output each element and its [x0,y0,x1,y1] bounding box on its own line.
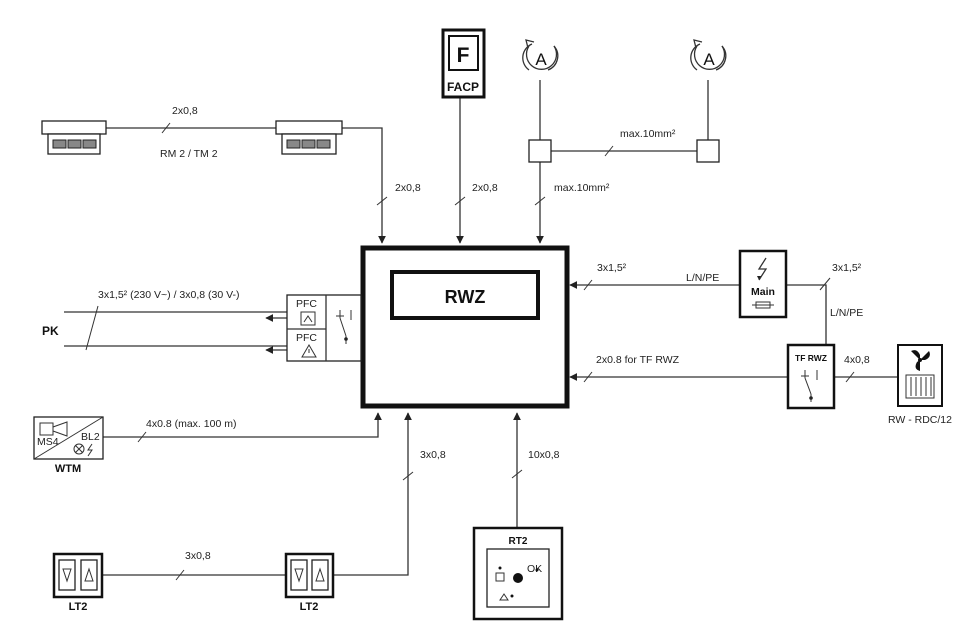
label-main-to-rwz: 3x1,5² [597,262,627,274]
actuator-icon-left: A [522,39,559,71]
label-lt2-link: 3x0,8 [185,550,211,562]
cable-tick [583,371,593,383]
wtm-bl2: BL2 [81,431,100,443]
lt2-up-button[interactable] [311,559,329,591]
wires [64,80,898,581]
cable-tick [604,145,614,157]
rm-tm-label: RM 2 / TM 2 [160,148,218,160]
label-rt2: 10x0,8 [528,449,560,461]
label-lnpe-horizontal: L/N/PE [686,272,719,284]
lt2-down-button[interactable] [290,559,308,591]
bolt-icon [87,443,93,457]
label-facp-to-rwz: 2x0,8 [472,182,498,194]
cable-tick [454,196,466,206]
rwz-unit: RWZ [360,245,570,409]
actuator-glyph-left: A [535,50,547,69]
cable-tick [175,569,185,581]
cable-tick [819,277,831,291]
lt2-right: LT2 [284,552,335,613]
label-wtm: 4x0.8 (max. 100 m) [146,418,236,430]
wire-lt2-to-rwz [333,412,412,576]
lt2-right-label: LT2 [300,601,319,613]
actuator-glyph-right: A [703,50,715,69]
rt2-module: RT2 OK [472,526,564,621]
facp-panel: F FACP [441,28,486,99]
tf-switch-icon [801,370,818,402]
label-lt2-to-rwz: 3x0,8 [420,449,446,461]
label-rm-to-rwz: 2x0,8 [395,182,421,194]
rw-rdc-label: RW - RDC/12 [888,414,952,426]
label-actuator-link: max.10mm² [620,128,676,140]
tf-rwz-label: TF RWZ [795,353,827,363]
rm-detector-right [275,120,343,155]
cable-tick [583,279,593,291]
switch-icon [336,310,352,344]
cable-tick [845,371,855,383]
cable-tick [402,471,414,481]
arrow-up-icon [84,567,94,582]
label-main-to-tf: 3x1,5² [832,262,862,274]
rwz-title: RWZ [445,287,486,307]
rt2-manual-icon [495,572,505,582]
arrow-up-icon [315,567,325,582]
junction-box-right [696,139,720,163]
rw-rdc-unit: RW - RDC/12 [888,344,952,426]
warning-icon [301,344,317,358]
pfc-module: PFC PFC [286,294,362,362]
wire-main-to-tf [786,284,827,345]
actuator-icon-right: A [690,39,727,71]
cable-tick [161,122,171,134]
cable-tick [376,196,388,206]
wire-wtm [103,412,382,438]
lamp-icon [73,443,85,455]
cable-tick [137,431,147,443]
lt2-down-button[interactable] [58,559,76,591]
wtm-ms4: MS4 [37,436,59,448]
rwz-display [390,270,540,320]
facp-glyph: F [457,44,470,67]
label-pk: 3x1,5² (230 V~) / 3x0,8 (30 V-) [98,289,240,301]
arrow-down-icon [62,568,72,583]
rt2-label: RT2 [509,536,528,547]
wire-rm-to-rwz [342,127,386,244]
pk-label: PK [42,324,59,338]
pfc-manual-icon [300,311,316,326]
main-switch: Main [738,249,788,319]
tf-rwz-module: TF RWZ [786,343,836,410]
lightning-icon [757,257,768,281]
pfc1-label: PFC [296,298,317,310]
cable-labels: 2x0,8 2x0,8 2x0,8 max.10mm² max.10mm² 3x… [98,105,870,562]
lt2-left: LT2 [52,552,104,613]
cable-tick [534,196,546,206]
cable-tick [511,469,523,479]
rt2-ok: OK [527,563,542,575]
arrow-down-icon [294,568,304,583]
label-tf-to-rwz: 2x0.8 for TF RWZ [596,354,680,366]
label-actuator-to-rwz: max.10mm² [554,182,610,194]
rt2-warning-icon [499,593,509,601]
rt2-button[interactable] [513,573,523,583]
radiator-icon [905,374,935,399]
label-lnpe-vertical: L/N/PE [830,307,863,319]
wtm-label: WTM [55,463,81,475]
fan-icon [911,350,930,371]
junction-box-left [528,139,552,163]
lt2-up-button[interactable] [80,559,98,591]
main-label: Main [751,286,775,298]
facp-label: FACP [447,80,479,94]
cable-tick [85,305,99,351]
label-tf-to-rw: 4x0,8 [844,354,870,366]
pfc2-label: PFC [296,332,317,344]
wtm-module: MS4 BL2 WTM [33,416,104,475]
rm-detector-left [41,120,107,155]
lt2-left-label: LT2 [69,601,88,613]
label-rm-link: 2x0,8 [172,105,198,117]
